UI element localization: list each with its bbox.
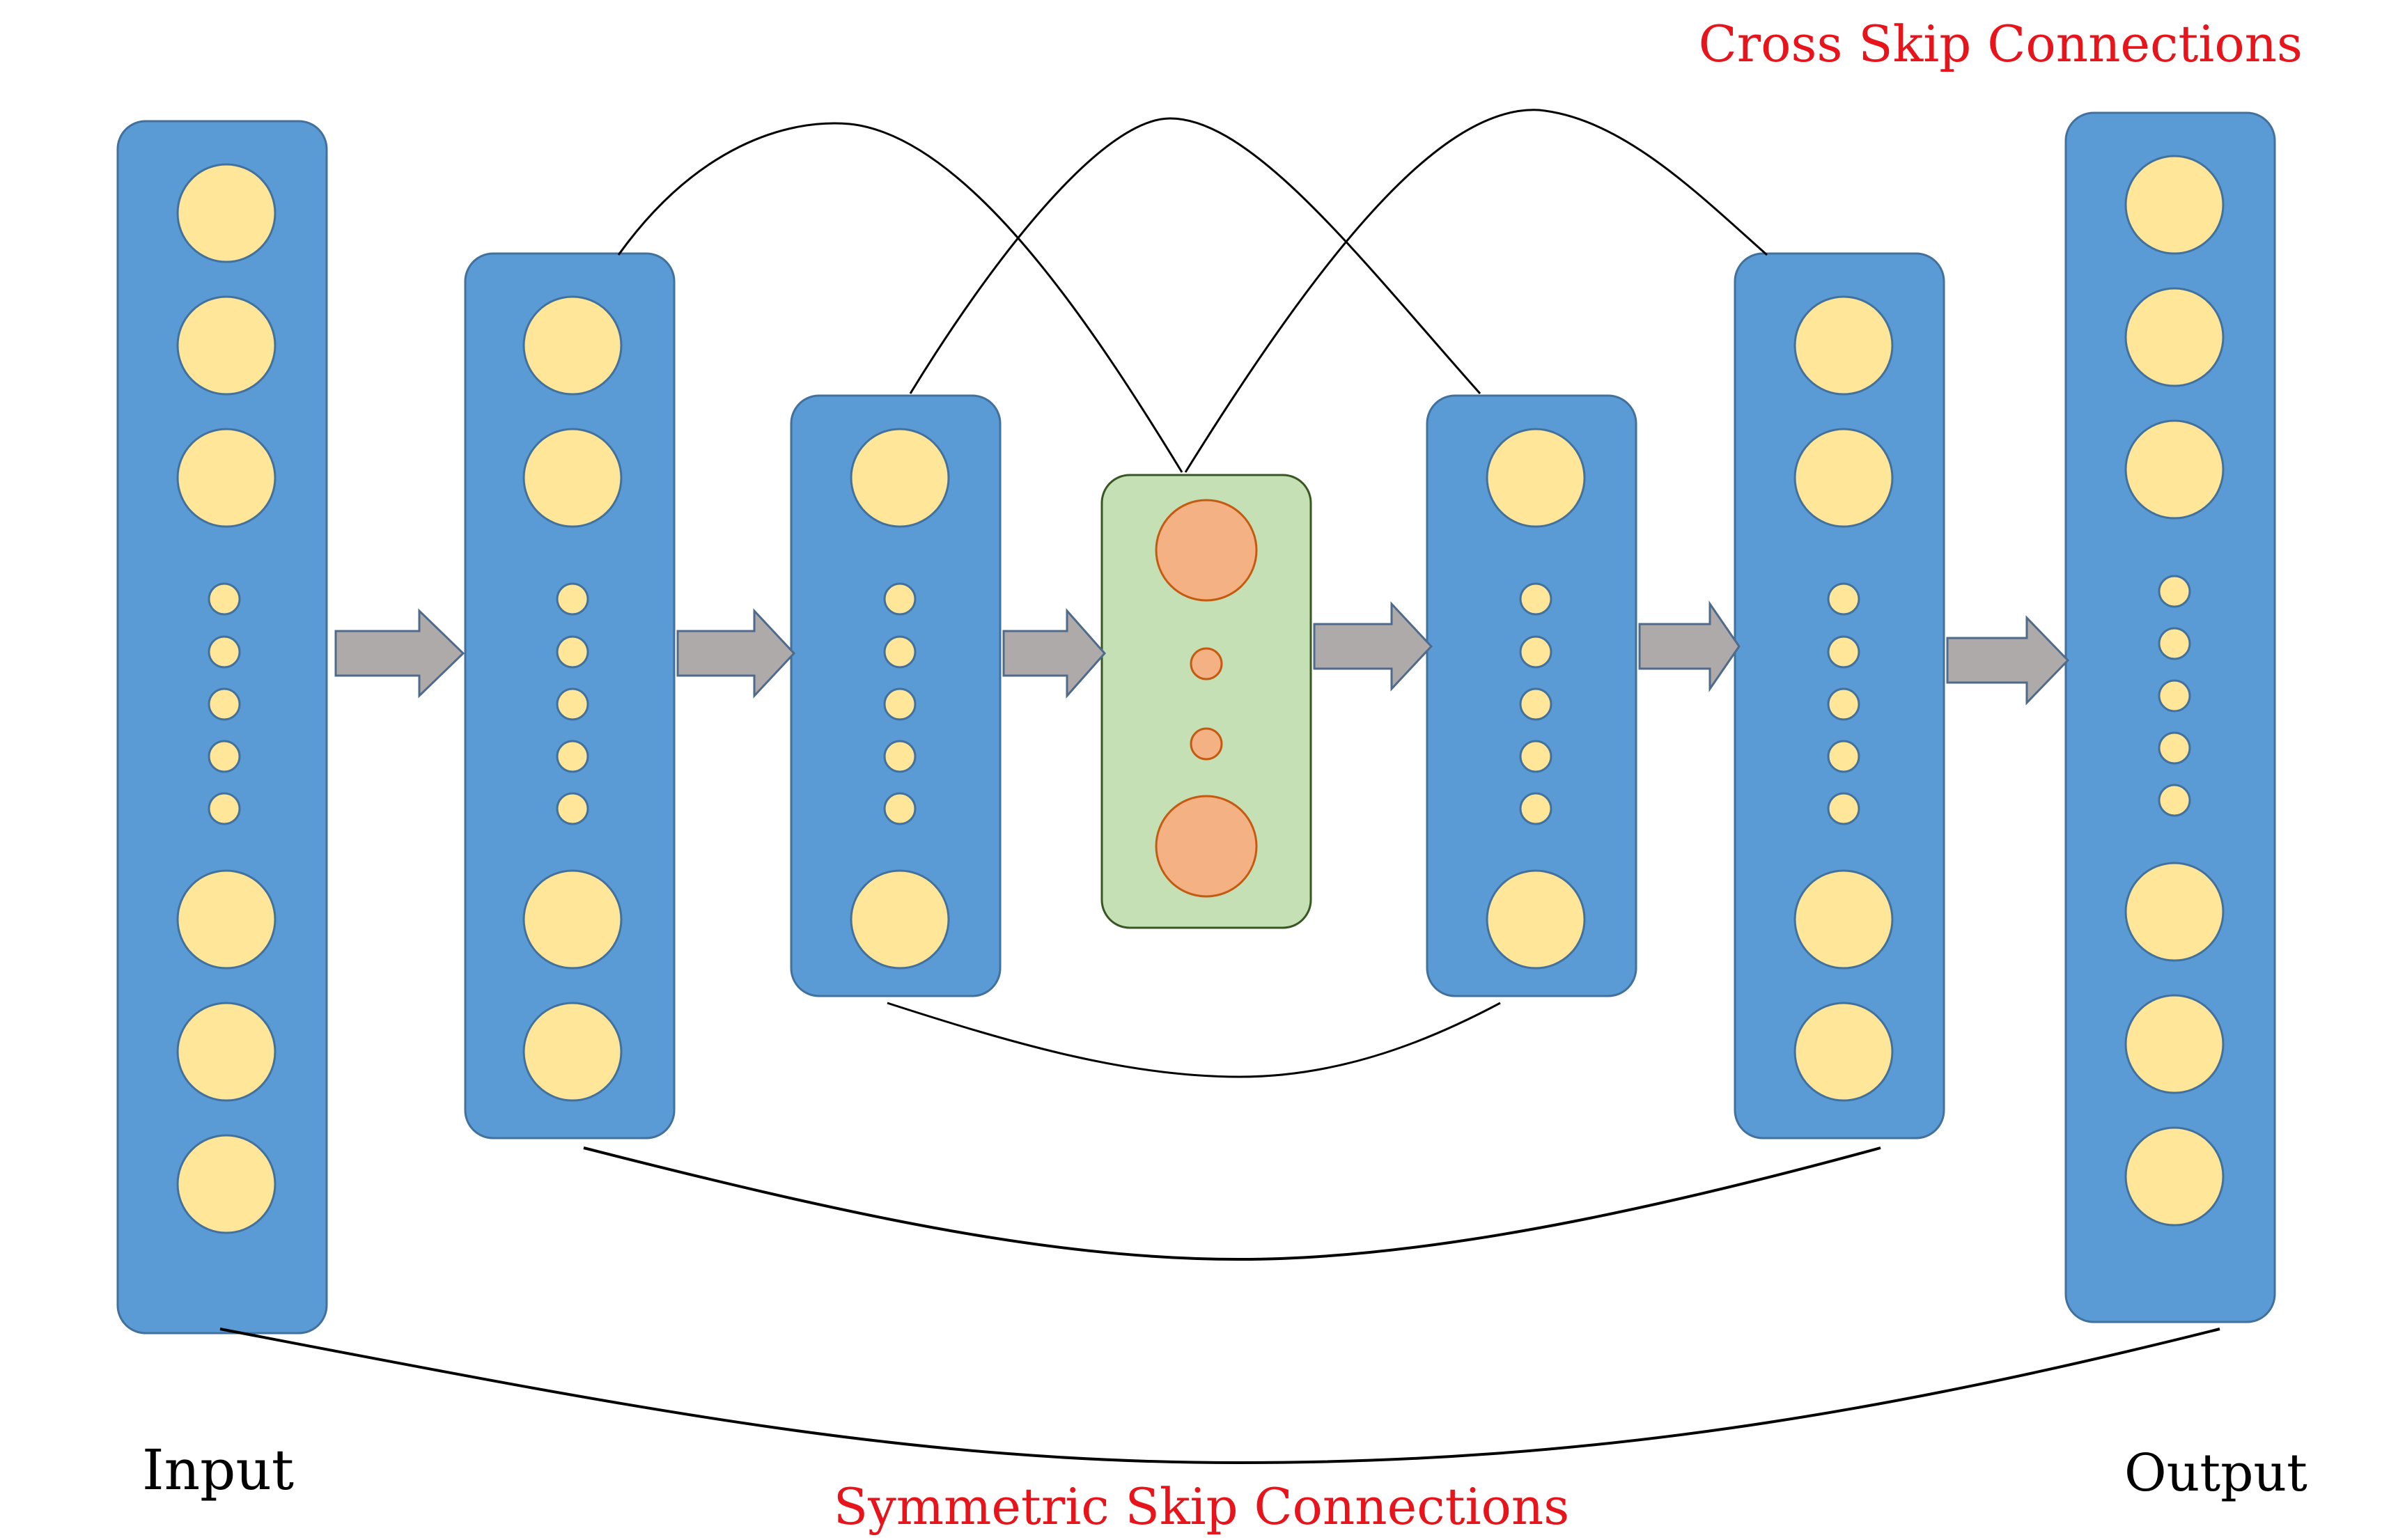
forward-arrow-icon bbox=[1638, 600, 1741, 692]
layer-bottleneck bbox=[1100, 474, 1312, 929]
nodes-encoder-1 bbox=[522, 295, 623, 1102]
node bbox=[1486, 428, 1586, 528]
node bbox=[522, 428, 623, 528]
node bbox=[522, 1002, 623, 1102]
symmetric-skip-connection bbox=[887, 1002, 1501, 1078]
node bbox=[176, 428, 277, 528]
node bbox=[1793, 1002, 1894, 1102]
node-dot bbox=[883, 582, 917, 616]
nodes-decoder-2 bbox=[1793, 295, 1894, 1102]
node bbox=[2124, 287, 2225, 387]
node bbox=[176, 163, 277, 263]
node-dot bbox=[1827, 582, 1860, 616]
symmetric-skip-connections-label: Symmetric Skip Connections bbox=[834, 1477, 1569, 1536]
node bbox=[2124, 155, 2225, 255]
node-dot bbox=[556, 740, 589, 773]
layer-columns bbox=[116, 111, 2276, 1335]
node-dot bbox=[2158, 679, 2191, 713]
node-dot bbox=[208, 582, 241, 616]
node-dot bbox=[1190, 647, 1223, 680]
forward-arrows bbox=[334, 600, 2070, 706]
node bbox=[176, 869, 277, 970]
node bbox=[2124, 862, 2225, 962]
forward-arrow-icon bbox=[1946, 615, 2070, 706]
cross-skip-connection bbox=[1184, 109, 1768, 473]
node-dot bbox=[1827, 687, 1860, 721]
node-dot bbox=[208, 635, 241, 669]
forward-arrow-icon bbox=[1002, 608, 1107, 699]
node bbox=[850, 869, 950, 970]
node-dot bbox=[883, 635, 917, 669]
input-label: Input bbox=[142, 1438, 294, 1502]
output-label: Output bbox=[2124, 1443, 2307, 1503]
node bbox=[1793, 869, 1894, 970]
cross-skip-connection bbox=[909, 117, 1481, 394]
node-dot bbox=[208, 740, 241, 773]
node-dot bbox=[1519, 687, 1552, 721]
node-dot bbox=[883, 792, 917, 825]
node bbox=[522, 295, 623, 396]
nodes-bottleneck bbox=[1155, 499, 1258, 898]
node-dot bbox=[1827, 740, 1860, 773]
node-dot bbox=[1827, 792, 1860, 825]
node-dot bbox=[208, 687, 241, 721]
node bbox=[850, 428, 950, 528]
node-dot bbox=[208, 792, 241, 825]
node bbox=[176, 295, 277, 396]
node bbox=[176, 1134, 277, 1234]
node bbox=[2124, 1126, 2225, 1227]
forward-arrow-icon bbox=[334, 608, 465, 699]
nodes-encoder-2 bbox=[850, 428, 950, 970]
symmetric-skip-connection bbox=[583, 1146, 1881, 1261]
node-dot bbox=[1827, 635, 1860, 669]
layer-output bbox=[2064, 111, 2276, 1323]
node bbox=[522, 869, 623, 970]
node-dot bbox=[2158, 627, 2191, 660]
forward-arrow-icon bbox=[676, 608, 796, 699]
node-dot bbox=[2158, 784, 2191, 817]
nodes-input bbox=[176, 163, 277, 1234]
cross-skip-connections-label: Cross Skip Connections bbox=[1699, 15, 2303, 73]
layer-input bbox=[116, 120, 328, 1335]
symmetric-skip-connection bbox=[219, 1328, 2220, 1465]
node-dot bbox=[1519, 635, 1552, 669]
node-dot bbox=[1519, 792, 1552, 825]
nodes-output bbox=[2124, 155, 2225, 1227]
node-dot bbox=[883, 687, 917, 721]
node-dot bbox=[556, 687, 589, 721]
node bbox=[1486, 869, 1586, 970]
node-dot bbox=[556, 582, 589, 616]
node-dot bbox=[556, 635, 589, 669]
node bbox=[1793, 428, 1894, 528]
node bbox=[2124, 994, 2225, 1094]
symmetric-skip-connections bbox=[219, 1002, 2220, 1465]
node-dot bbox=[2158, 731, 2191, 765]
cross-skip-connections bbox=[617, 109, 1768, 473]
node bbox=[1155, 795, 1258, 898]
node-dot bbox=[883, 740, 917, 773]
node-dot bbox=[1519, 582, 1552, 616]
node-dot bbox=[1519, 740, 1552, 773]
cross-skip-connection bbox=[617, 122, 1183, 473]
node-dot bbox=[556, 792, 589, 825]
node-dot bbox=[1190, 727, 1223, 761]
nodes-decoder-1 bbox=[1486, 428, 1586, 970]
node-dot bbox=[2158, 575, 2191, 608]
forward-arrow-icon bbox=[1313, 601, 1433, 692]
node bbox=[176, 1002, 277, 1102]
node bbox=[2124, 419, 2225, 520]
node bbox=[1793, 295, 1894, 396]
node bbox=[1155, 499, 1258, 602]
